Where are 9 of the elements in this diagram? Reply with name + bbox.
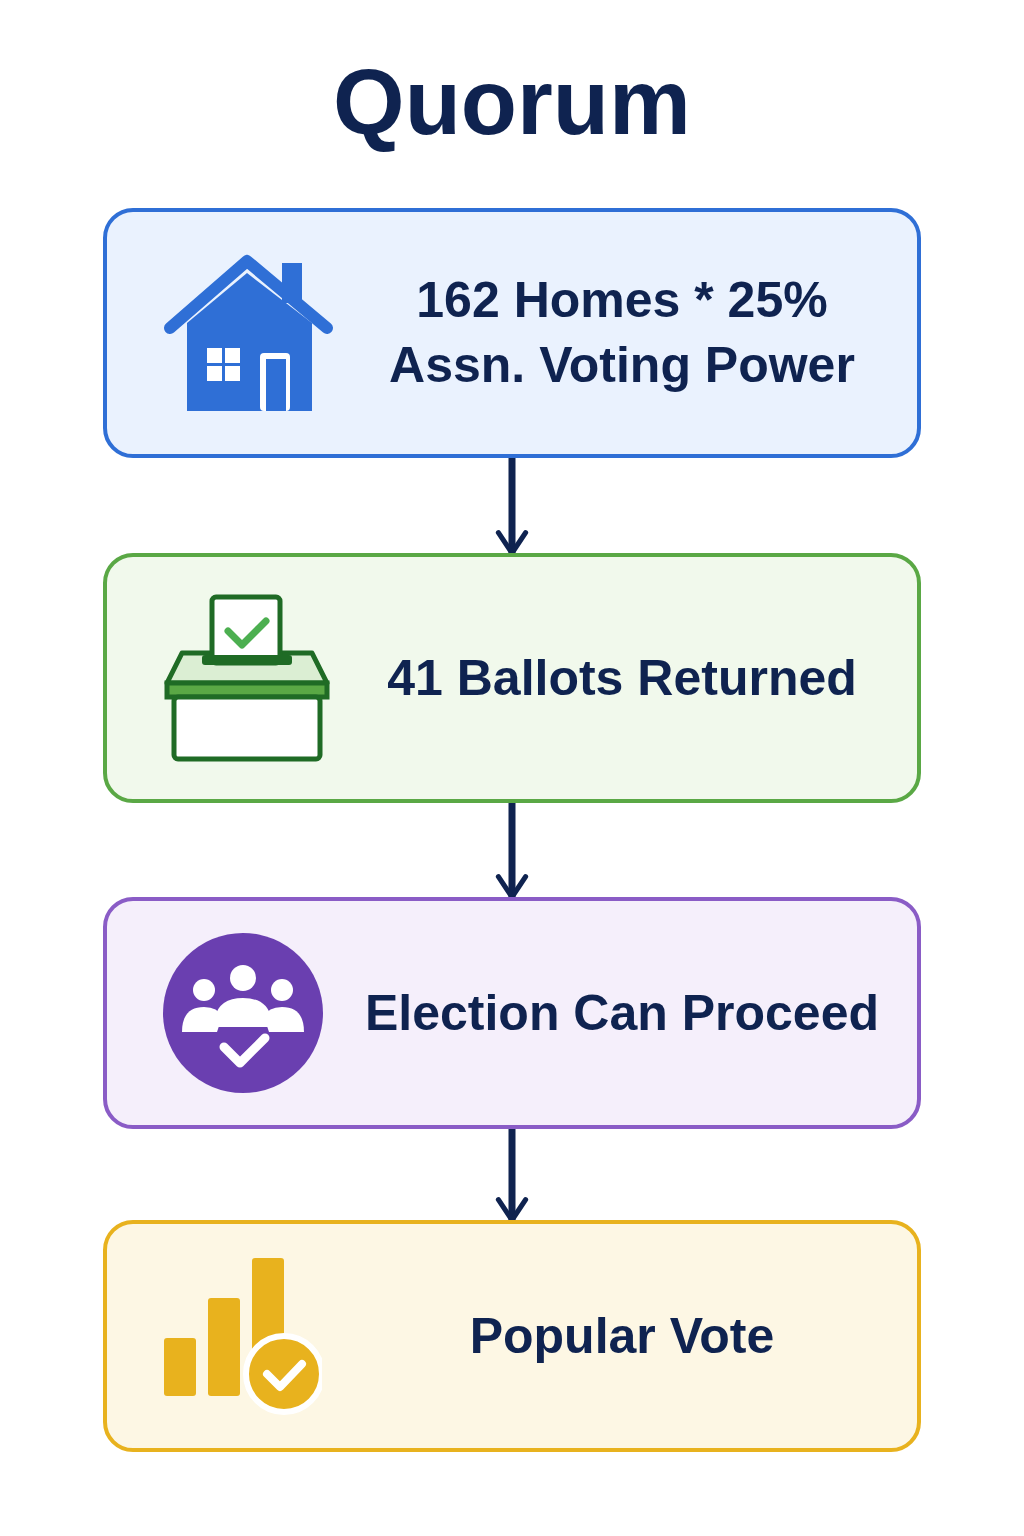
process-box	[103, 1220, 921, 1452]
node-text: 162 Homes * 25% Assn. Voting Power	[388, 271, 856, 395]
node-text: Election Can Proceed	[363, 983, 880, 1043]
node-text: Popular Vote	[468, 1306, 776, 1366]
process-box	[103, 553, 921, 803]
process-box	[103, 208, 921, 458]
process-box	[103, 897, 921, 1129]
node-text: 41 Ballots Returned	[386, 648, 858, 708]
title: Quorum	[332, 50, 692, 155]
